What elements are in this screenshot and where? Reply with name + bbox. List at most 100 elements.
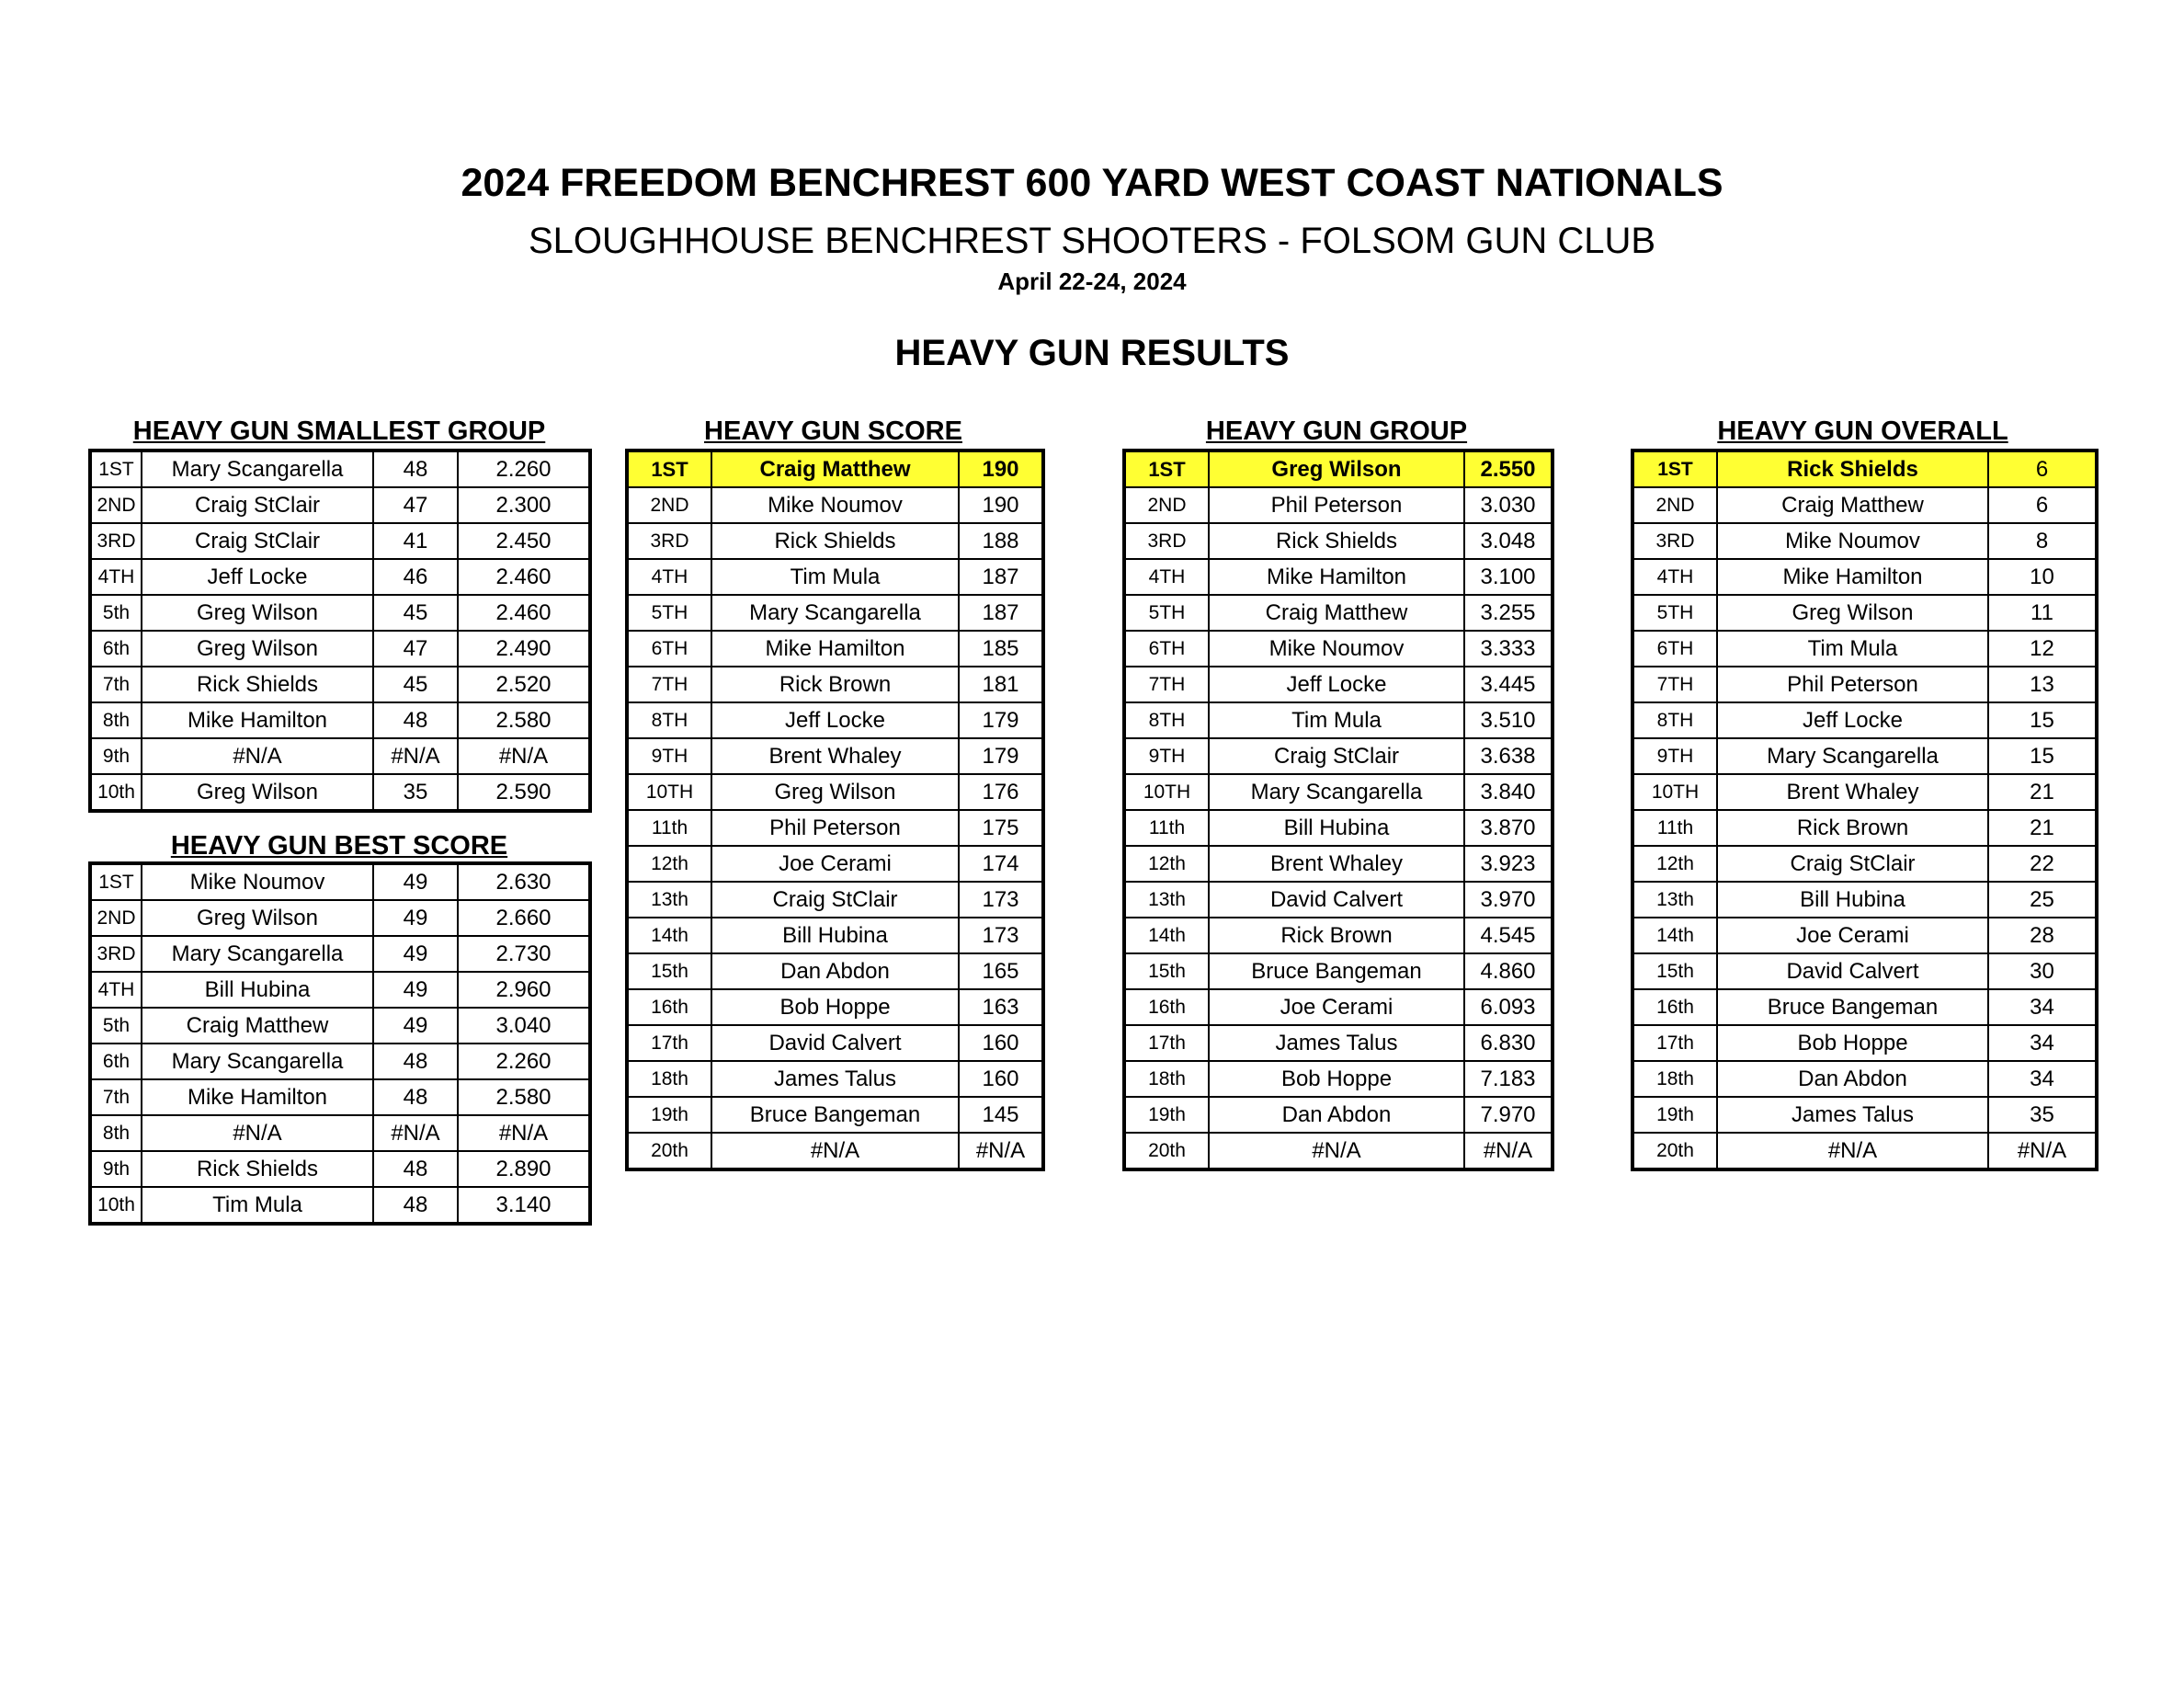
value-cell: 3.255 xyxy=(1463,594,1553,632)
shooter-cell: Mary Scangarella xyxy=(141,935,374,973)
shooter-cell: Bruce Bangeman xyxy=(1208,952,1465,990)
shooter-cell: Brent Whaley xyxy=(1208,845,1465,883)
place-cell: 1ST xyxy=(626,450,712,488)
value-cell: 15 xyxy=(1987,701,2098,739)
place-cell: 14th xyxy=(1123,917,1210,954)
event-date: April 22-24, 2024 xyxy=(997,268,1187,295)
shooter-cell: Dan Abdon xyxy=(711,952,960,990)
place-cell: 11th xyxy=(1632,809,1718,847)
score-cell: 48 xyxy=(372,450,459,488)
shooter-cell: Mary Scangarella xyxy=(1716,737,1989,775)
shooter-cell: Craig StClair xyxy=(711,881,960,918)
shooter-cell: Craig StClair xyxy=(1716,845,1989,883)
shooter-cell: Greg Wilson xyxy=(141,899,374,937)
place-cell: 7TH xyxy=(1632,666,1718,703)
shooter-cell: Greg Wilson xyxy=(1716,594,1989,632)
shooter-cell: Craig StClair xyxy=(1208,737,1465,775)
shooter-cell: Jeff Locke xyxy=(1716,701,1989,739)
shooter-cell: David Calvert xyxy=(1716,952,1989,990)
place-cell: 12th xyxy=(626,845,712,883)
shooter-cell: Phil Peterson xyxy=(1716,666,1989,703)
value-cell: 8 xyxy=(1987,522,2098,560)
shooter-cell: Craig Matthew xyxy=(711,450,960,488)
shooter-cell: Brent Whaley xyxy=(711,737,960,775)
score-title: HEAVY GUN SCORE xyxy=(704,416,962,446)
value-cell: 25 xyxy=(1987,881,2098,918)
place-cell: 6TH xyxy=(1123,630,1210,667)
value-cell: 3.445 xyxy=(1463,666,1553,703)
place-cell: 10TH xyxy=(1123,773,1210,811)
value-cell: 165 xyxy=(958,952,1044,990)
place-cell: 2ND xyxy=(89,486,142,524)
results-heading: HEAVY GUN RESULTS xyxy=(894,333,1290,373)
value-cell: 21 xyxy=(1987,809,2098,847)
shooter-cell: Joe Cerami xyxy=(1716,917,1989,954)
group-cell: 2.520 xyxy=(457,666,591,703)
shooter-cell: Rick Brown xyxy=(1208,917,1465,954)
group-cell: 2.490 xyxy=(457,630,591,667)
place-cell: 18th xyxy=(1123,1060,1210,1098)
place-cell: 5th xyxy=(89,1007,142,1044)
page-subtitle: SLOUGHHOUSE BENCHREST SHOOTERS - FOLSOM … xyxy=(528,221,1656,261)
place-cell: 10TH xyxy=(626,773,712,811)
table-row: 8th#N/A#N/A#N/A xyxy=(89,1114,591,1152)
shooter-cell: Craig Matthew xyxy=(1716,486,1989,524)
shooter-cell: Jeff Locke xyxy=(711,701,960,739)
place-cell: 19th xyxy=(1632,1096,1718,1134)
place-cell: 8th xyxy=(89,1114,142,1152)
group-cell: 2.960 xyxy=(457,971,591,1009)
value-cell: 3.923 xyxy=(1463,845,1553,883)
place-cell: 13th xyxy=(626,881,712,918)
shooter-cell: Mike Hamilton xyxy=(141,1078,374,1116)
shooter-cell: James Talus xyxy=(1716,1096,1989,1134)
overall-title: HEAVY GUN OVERALL xyxy=(1717,416,2008,446)
shooter-cell: Joe Cerami xyxy=(711,845,960,883)
score-cell: 48 xyxy=(372,1150,459,1188)
group-cell: 2.260 xyxy=(457,450,591,488)
shooter-cell: Jeff Locke xyxy=(141,558,374,596)
place-cell: 17th xyxy=(1123,1024,1210,1062)
place-cell: 10th xyxy=(89,1186,142,1225)
score-cell: #N/A xyxy=(372,737,459,775)
place-cell: 3RD xyxy=(1632,522,1718,560)
shooter-cell: Mary Scangarella xyxy=(711,594,960,632)
place-cell: 2ND xyxy=(89,899,142,937)
score-cell: 47 xyxy=(372,486,459,524)
value-cell: 174 xyxy=(958,845,1044,883)
shooter-cell: James Talus xyxy=(1208,1024,1465,1062)
place-cell: 15th xyxy=(1123,952,1210,990)
value-cell: 3.048 xyxy=(1463,522,1553,560)
place-cell: 14th xyxy=(1632,917,1718,954)
score-cell: #N/A xyxy=(372,1114,459,1152)
place-cell: 18th xyxy=(626,1060,712,1098)
place-cell: 19th xyxy=(1123,1096,1210,1134)
value-cell: 176 xyxy=(958,773,1044,811)
score-cell: 49 xyxy=(372,1007,459,1044)
shooter-cell: Craig Matthew xyxy=(1208,594,1465,632)
value-cell: 181 xyxy=(958,666,1044,703)
place-cell: 12th xyxy=(1632,845,1718,883)
